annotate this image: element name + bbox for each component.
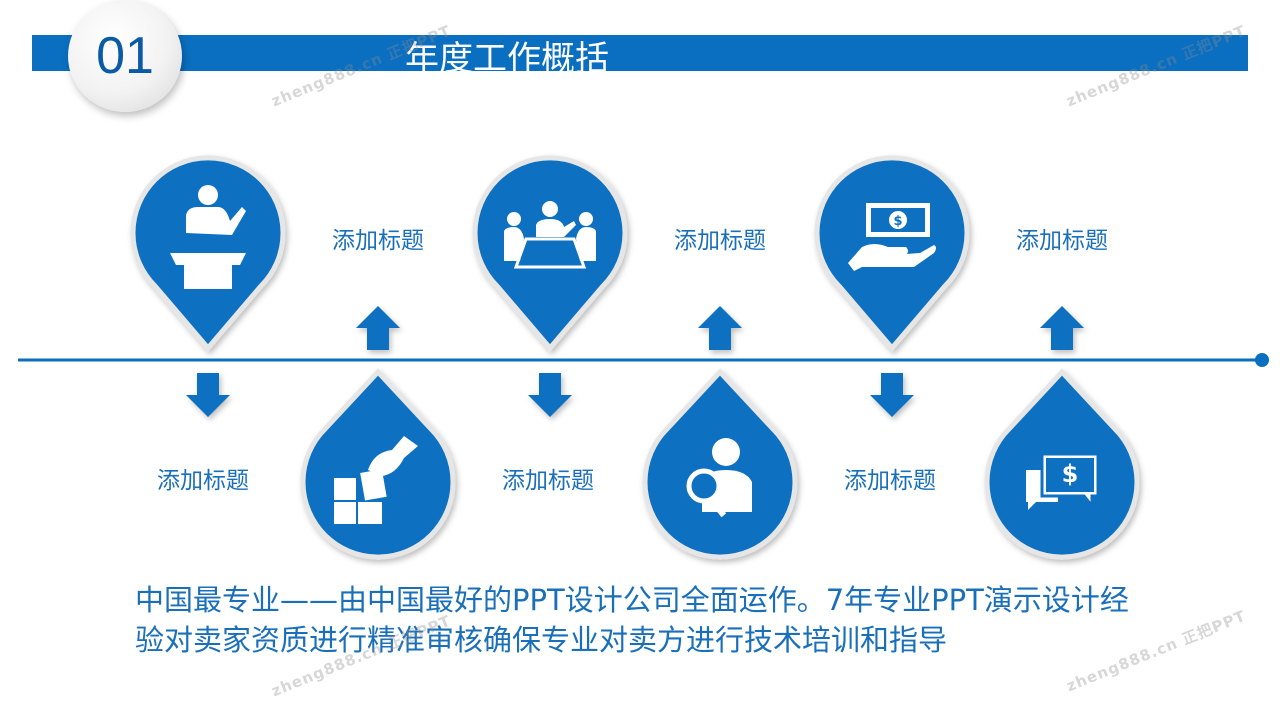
- timeline-end-dot: [1255, 353, 1269, 367]
- meeting-table-icon: [504, 201, 596, 269]
- arrow-down-icon: [186, 373, 230, 417]
- description-text: 中国最专业——由中国最好的PPT设计公司全面运作。7年专业PPT演示设计经验对卖…: [135, 583, 1129, 657]
- page-title: 年度工作概括: [405, 39, 609, 71]
- section-number: 01: [96, 27, 154, 85]
- top-label-3: 添加标题: [1016, 228, 1108, 254]
- arrow-up-icon: [356, 306, 400, 350]
- money-chat-icon: $: [1026, 452, 1100, 511]
- drop-marker-3: $: [987, 372, 1137, 557]
- drop-marker-2: [645, 372, 795, 557]
- pin-marker-2: [475, 158, 625, 348]
- bottom-label-3: 添加标题: [844, 468, 936, 494]
- bottom-label-1: 添加标题: [157, 468, 249, 494]
- arrow-down-icon: [528, 373, 572, 417]
- arrow-down-icon: [870, 373, 914, 417]
- section-number-badge: 01: [68, 0, 182, 112]
- hand-puzzle-icon: [334, 436, 418, 524]
- pin-marker-1: [133, 158, 283, 348]
- bottom-label-2: 添加标题: [502, 468, 594, 494]
- svg-text:$: $: [893, 214, 902, 229]
- svg-text:$: $: [1062, 460, 1079, 488]
- speaker-podium-icon: [170, 185, 246, 289]
- hand-money-icon: $: [848, 203, 936, 271]
- top-label-2: 添加标题: [674, 228, 766, 254]
- drop-marker-1: [303, 372, 453, 557]
- arrow-up-icon: [1040, 306, 1084, 350]
- arrow-up-icon: [698, 306, 742, 350]
- pin-marker-3: $: [817, 158, 967, 348]
- person-magnifier-icon: [686, 438, 752, 518]
- top-label-1: 添加标题: [332, 228, 424, 254]
- header-bar: 年度工作概括: [32, 35, 1248, 71]
